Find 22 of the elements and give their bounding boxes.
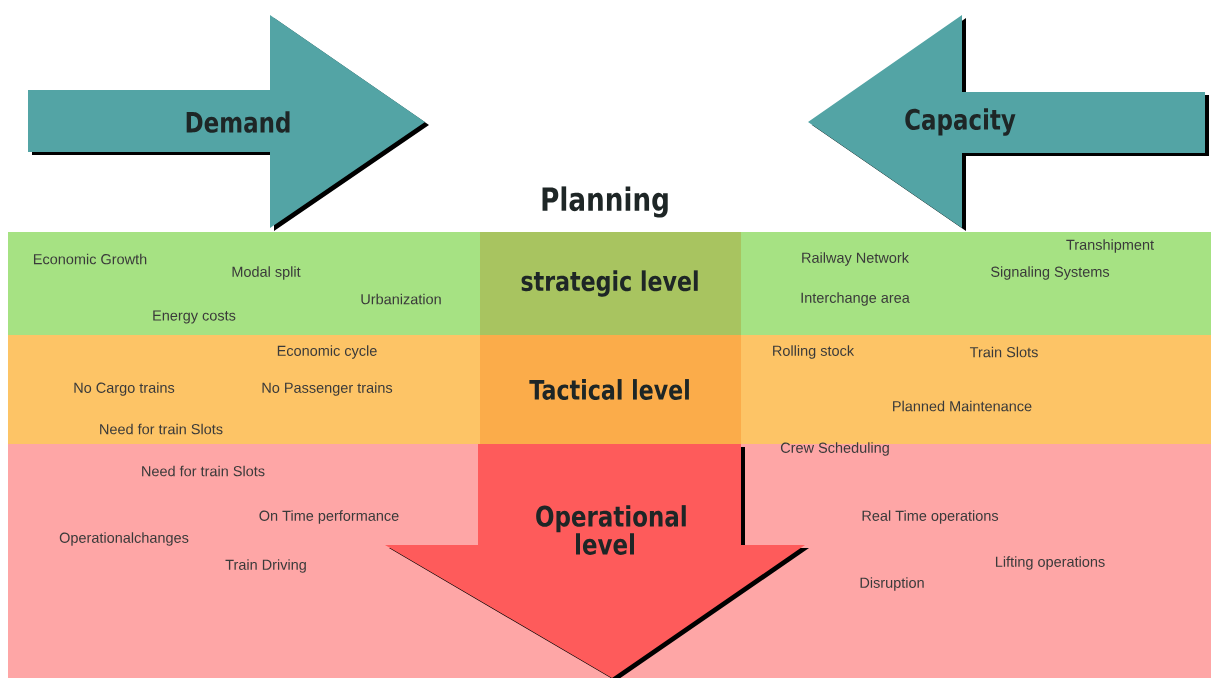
item-label: Train Slots	[969, 346, 1038, 358]
item-label: Energy costs	[153, 310, 236, 324]
item-label: Interchange area	[801, 292, 910, 306]
item-label: Economic Growth	[34, 253, 147, 265]
item-label: Operationalchanges	[59, 532, 189, 546]
item-label: Urbanization	[361, 293, 441, 305]
item-label: Need for train Slots	[100, 423, 223, 435]
item-label: Lifting operations	[996, 556, 1105, 570]
title: Planning	[542, 186, 668, 218]
item-label: Planned Maintenance	[893, 400, 1032, 412]
item-label: Railway Network	[802, 252, 909, 266]
item-label: No Cargo trains	[74, 382, 175, 396]
item-label: Signaling Systems	[991, 266, 1110, 280]
item-label: Train Driving	[225, 559, 306, 573]
item-label: Modal split	[232, 266, 301, 280]
item-label: Real Time operations	[862, 510, 999, 524]
item-label: Economic cycle	[277, 345, 377, 359]
item-label: Need for train Slots	[142, 465, 265, 477]
item-label: Disruption	[860, 577, 924, 591]
item-label: Rolling stock	[773, 345, 855, 359]
item-label: Transhipment	[1066, 239, 1154, 253]
item-label: No Passenger trains	[262, 382, 393, 396]
